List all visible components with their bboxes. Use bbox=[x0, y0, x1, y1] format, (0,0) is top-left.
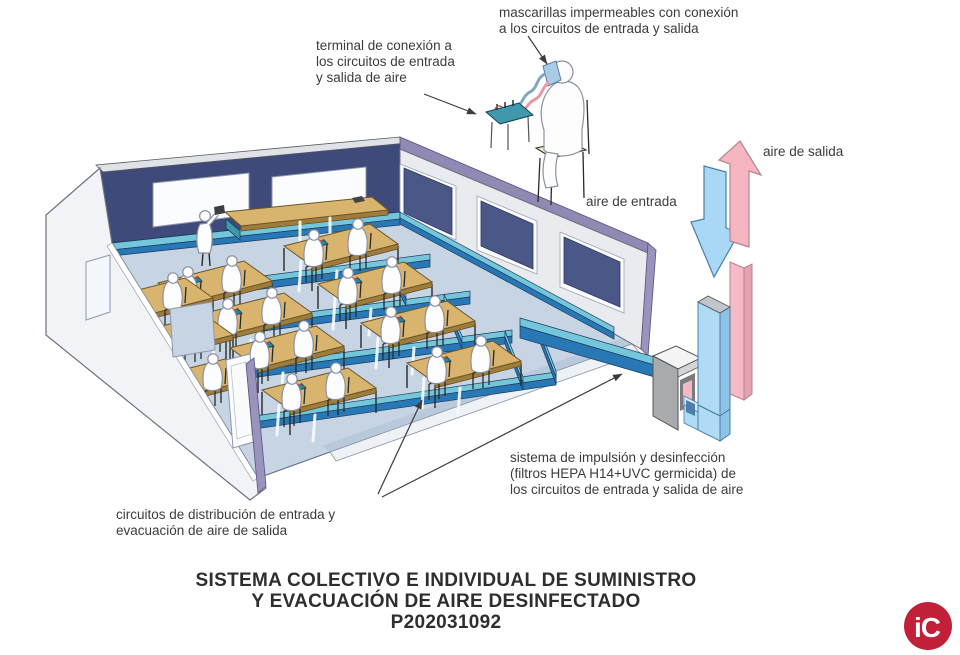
leader-arrow-circuits-2 bbox=[381, 373, 623, 498]
labels: mascarillas impermeables con conexión a … bbox=[116, 5, 844, 538]
label-terminal: los circuitos de entrada bbox=[316, 54, 455, 69]
label-masks: a los circuitos de entrada y salida bbox=[499, 21, 699, 36]
air-out-arrow bbox=[717, 140, 763, 248]
leader-arrow-mask bbox=[527, 35, 548, 65]
label-system: (filtros HEPA H14+UVC germicida) de bbox=[510, 466, 736, 481]
supply-duct-column bbox=[697, 301, 721, 417]
exhaust-duct-column bbox=[729, 261, 745, 401]
title-line-1: SISTEMA COLECTIVO E INDIVIDUAL DE SUMINI… bbox=[196, 570, 697, 591]
teacher-figure bbox=[196, 205, 225, 267]
label-masks: mascarillas impermeables con conexión bbox=[499, 5, 738, 20]
label-air-out: aire de salida bbox=[763, 144, 844, 159]
label-terminal: terminal de conexión a bbox=[316, 38, 452, 53]
masked-person bbox=[484, 60, 590, 206]
label-system: los circuitos de entrada y salida de air… bbox=[510, 482, 743, 497]
logo-text: iC bbox=[914, 612, 941, 643]
label-system: sistema de impulsión y desinfección bbox=[510, 450, 725, 465]
leader-arrows bbox=[377, 35, 623, 498]
front-wall-window bbox=[85, 254, 111, 321]
filter-box bbox=[652, 355, 679, 431]
desk-terminal bbox=[484, 100, 535, 150]
front-wall bbox=[45, 166, 267, 501]
right-wall-windows bbox=[399, 163, 625, 314]
teacher-tablet bbox=[214, 205, 225, 215]
front-wall-window bbox=[169, 301, 216, 358]
corner-edge bbox=[245, 357, 267, 494]
label-air-in: aire de entrada bbox=[586, 194, 677, 209]
label-circuits: evacuación de aire de salida bbox=[116, 523, 288, 538]
label-circuits: circuitos de distribución de entrada y bbox=[116, 507, 335, 522]
disinfection-unit bbox=[651, 140, 763, 442]
diagram-title: SISTEMA COLECTIVO E INDIVIDUAL DE SUMINI… bbox=[196, 570, 697, 633]
title-line-2: Y EVACUACIÓN DE AIRE DESINFECTADO bbox=[251, 590, 640, 612]
mask bbox=[542, 60, 562, 87]
teacher-desk bbox=[223, 196, 390, 250]
title-line-3: P202031092 bbox=[391, 612, 502, 633]
classroom bbox=[45, 136, 659, 501]
air-in-arrow bbox=[690, 165, 740, 279]
leader-arrow-circuits-1 bbox=[377, 399, 423, 495]
leader-arrow-terminal bbox=[423, 93, 477, 115]
logo-circle-icon bbox=[904, 602, 952, 650]
brand-logo: iC bbox=[904, 602, 952, 650]
label-terminal: y salida de aire bbox=[316, 70, 407, 85]
